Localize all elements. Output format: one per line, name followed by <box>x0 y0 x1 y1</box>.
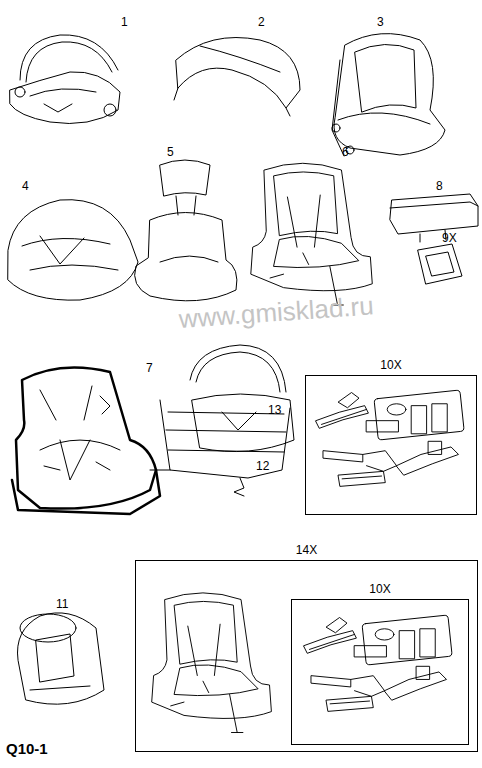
callout-number: 6 <box>342 146 349 158</box>
figure-code: Q10-1 <box>6 741 48 756</box>
group-box: 10X <box>291 599 469 745</box>
callout-number: 9X <box>442 232 457 244</box>
callout-number: 10X <box>292 582 468 596</box>
group-box: 10X <box>305 375 477 515</box>
callout-number: 14X <box>136 543 477 557</box>
callout-number: 2 <box>258 16 265 28</box>
group-box: 14X10X <box>135 560 478 752</box>
callout-number: 5 <box>167 146 174 158</box>
callout-number: 11 <box>56 598 68 610</box>
callout-number: 12 <box>256 460 269 472</box>
watermark: www.gmisklad.ru <box>178 292 374 332</box>
callout-number: 10X <box>306 358 476 372</box>
callout-number: 8 <box>436 180 443 192</box>
callout-number: 7 <box>146 362 153 374</box>
callout-number: 1 <box>121 16 128 28</box>
callout-number: 4 <box>22 180 29 192</box>
callout-number: 3 <box>377 16 384 28</box>
callout-number: 13 <box>268 404 281 416</box>
